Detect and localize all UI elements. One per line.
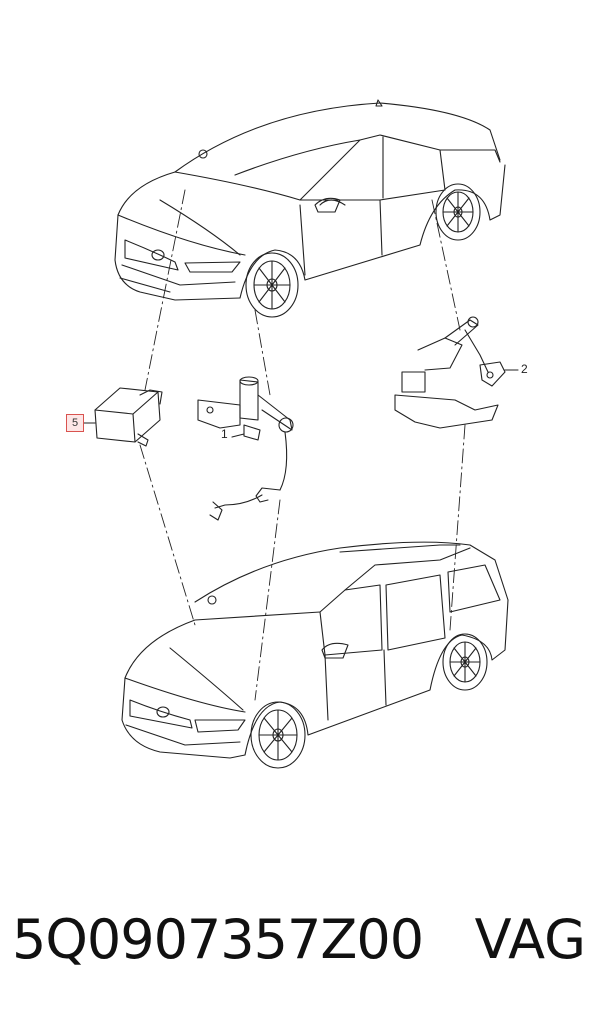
control-module-icon (83, 388, 162, 446)
rear-level-sensor-icon (198, 377, 293, 520)
brand-label: VAG (474, 908, 586, 971)
callout-1[interactable]: 1 (221, 427, 228, 441)
callout-5[interactable]: 5 (66, 414, 84, 432)
part-number: 5Q0907357Z00 (12, 908, 424, 971)
sedan-car-icon (115, 100, 505, 317)
parts-diagram (0, 0, 600, 880)
front-level-sensor-icon (395, 317, 518, 428)
callout-2[interactable]: 2 (521, 362, 528, 376)
estate-car-icon (122, 542, 508, 768)
